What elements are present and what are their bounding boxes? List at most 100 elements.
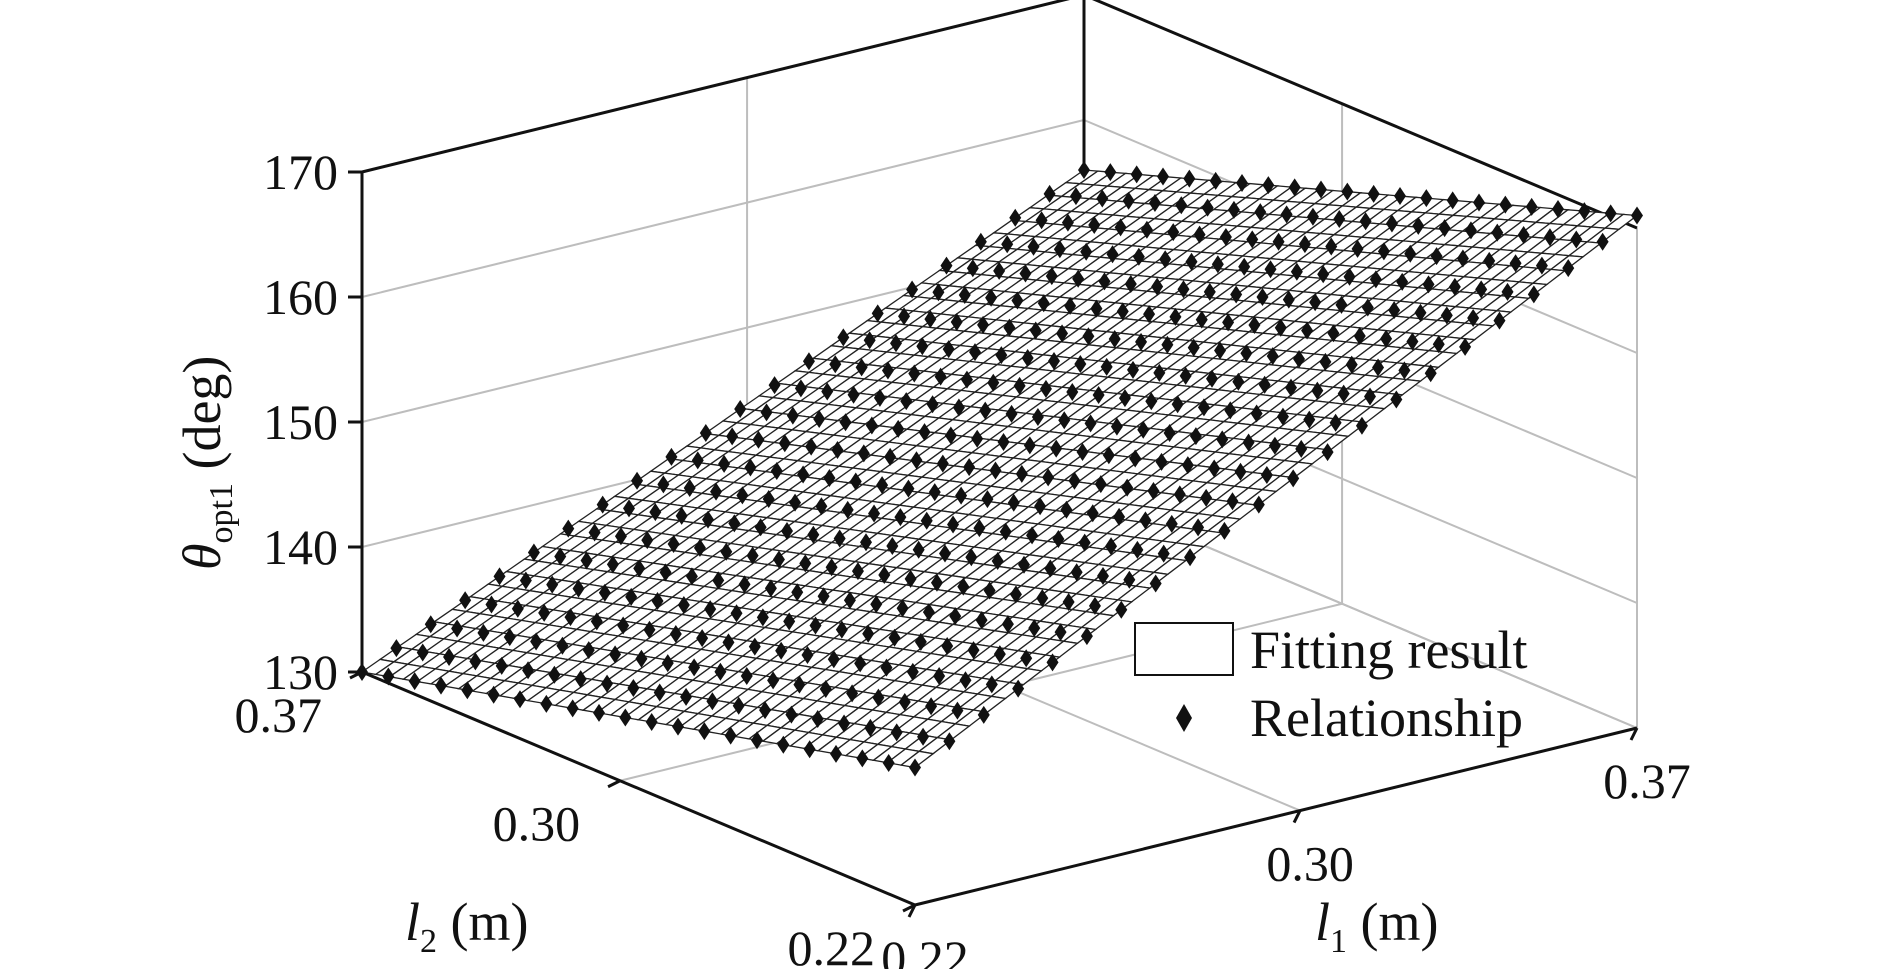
relationship-marker	[1026, 526, 1039, 545]
relationship-marker	[823, 469, 836, 488]
relationship-marker	[746, 546, 759, 565]
relationship-marker	[1195, 310, 1208, 329]
relationship-marker	[651, 591, 664, 610]
x-tick-label: 0.37	[1603, 753, 1691, 809]
relationship-marker	[564, 608, 577, 627]
relationship-marker	[1018, 555, 1030, 574]
relationship-marker	[794, 379, 807, 398]
relationship-marker	[1214, 341, 1227, 360]
x-axis-label: l1 (m)	[1315, 892, 1438, 960]
relationship-marker	[1197, 398, 1210, 417]
y-tick-label: 0.37	[235, 687, 323, 743]
relationship-marker	[977, 705, 990, 724]
relationship-marker	[1039, 379, 1052, 398]
relationship-marker	[827, 650, 840, 669]
relationship-marker	[1118, 389, 1131, 408]
relationship-marker	[979, 401, 992, 420]
relationship-marker	[930, 573, 943, 592]
relationship-marker	[710, 482, 723, 501]
relationship-marker	[809, 616, 822, 635]
relationship-marker	[1147, 481, 1160, 500]
relationship-marker	[720, 542, 733, 561]
relationship-marker	[1274, 318, 1287, 337]
relationship-marker	[789, 493, 802, 512]
relationship-marker	[659, 563, 672, 582]
relationship-marker	[699, 423, 712, 442]
surface-cell	[899, 750, 935, 769]
relationship-marker	[677, 596, 690, 615]
relationship-marker	[1078, 161, 1090, 179]
relationship-marker	[1167, 223, 1180, 242]
relationship-marker	[669, 624, 682, 643]
relationship-marker	[566, 699, 579, 718]
relationship-marker	[1122, 191, 1135, 210]
relationship-marker	[1264, 260, 1277, 279]
relationship-marker	[548, 665, 561, 684]
relationship-marker	[514, 690, 526, 709]
relationship-marker	[1254, 203, 1267, 222]
relationship-marker	[898, 307, 911, 326]
relationship-marker	[1256, 288, 1269, 307]
relationship-marker	[748, 637, 761, 656]
relationship-marker	[860, 533, 872, 552]
relationship-marker	[1179, 366, 1192, 385]
relationship-marker	[1129, 449, 1142, 468]
relationship-marker	[1053, 240, 1066, 259]
relationship-marker	[1562, 259, 1575, 278]
relationship-marker	[734, 400, 747, 419]
relationship-marker	[1165, 514, 1178, 533]
relationship-marker	[1355, 416, 1368, 435]
relationship-marker	[1295, 439, 1308, 458]
relationship-marker	[1048, 352, 1060, 371]
relationship-marker	[1009, 208, 1022, 227]
relationship-marker	[783, 612, 796, 631]
relationship-marker	[623, 499, 635, 518]
relationship-marker	[580, 551, 593, 570]
relationship-marker	[1082, 327, 1095, 346]
relationship-marker	[1446, 191, 1459, 210]
relationship-marker	[1137, 420, 1150, 439]
relationship-marker	[519, 571, 532, 590]
relationship-marker	[1412, 216, 1425, 235]
relationship-marker	[1037, 294, 1050, 313]
relationship-marker	[688, 658, 701, 677]
relationship-marker	[894, 508, 907, 527]
relationship-marker	[1193, 225, 1206, 244]
relationship-marker	[991, 551, 1004, 570]
relationship-marker	[1200, 488, 1213, 507]
relationship-marker	[778, 434, 791, 453]
relationship-marker	[693, 538, 706, 557]
relationship-marker	[1098, 272, 1111, 291]
relationship-marker	[1232, 372, 1245, 391]
relationship-marker	[1189, 427, 1202, 446]
relationship-marker	[1007, 493, 1020, 512]
relationship-marker	[1464, 221, 1477, 240]
relationship-marker	[772, 550, 785, 569]
relationship-marker	[1036, 589, 1049, 608]
relationship-marker	[609, 645, 622, 664]
relationship-marker	[416, 643, 429, 662]
relationship-marker	[833, 529, 846, 548]
relationship-marker	[683, 479, 696, 498]
relationship-marker	[665, 447, 678, 466]
relationship-marker	[1260, 466, 1273, 485]
relationship-marker	[762, 489, 775, 508]
relationship-markers	[356, 161, 1643, 777]
relationship-marker	[939, 544, 951, 563]
relationship-marker	[722, 633, 735, 652]
relationship-marker	[1361, 298, 1374, 317]
relationship-marker	[1285, 378, 1297, 397]
relationship-marker	[898, 692, 911, 711]
relationship-marker	[1011, 291, 1024, 310]
relationship-marker	[1230, 285, 1243, 304]
relationship-marker	[1317, 265, 1330, 284]
relationship-marker	[1367, 184, 1380, 203]
relationship-marker	[685, 567, 698, 586]
relationship-marker	[1394, 187, 1406, 205]
relationship-marker	[1288, 178, 1301, 197]
relationship-marker	[1329, 413, 1342, 432]
relationship-marker	[1467, 309, 1480, 328]
relationship-marker	[781, 521, 793, 540]
relationship-marker	[503, 628, 516, 647]
relationship-marker	[912, 540, 925, 559]
